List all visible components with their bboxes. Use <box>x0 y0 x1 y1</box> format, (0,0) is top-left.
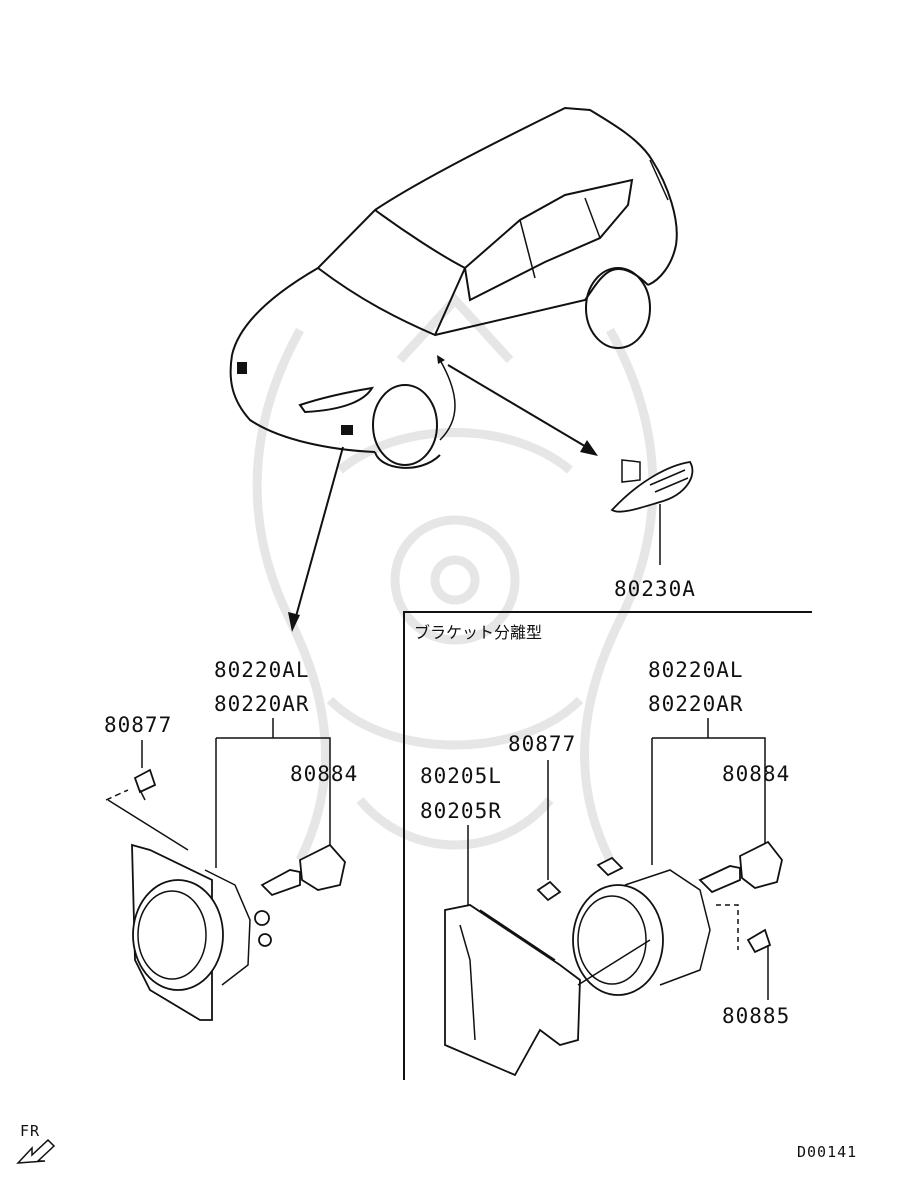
left-fog-lamp-assembly <box>105 718 346 1021</box>
callout-arrows <box>288 364 598 632</box>
label-right-screw: 80885 <box>722 1004 790 1028</box>
label-right-lamp-l: 80220AL <box>648 658 744 682</box>
label-side-marker: 80230A <box>614 577 696 601</box>
vehicle-illustration <box>229 106 678 469</box>
diagram-code: D00141 <box>797 1143 857 1161</box>
label-left-bulb: 80884 <box>290 762 358 786</box>
label-left-lamp-r: 80220AR <box>214 692 310 716</box>
fr-label: FR <box>20 1122 40 1140</box>
inset-frame <box>403 611 812 1080</box>
label-right-bulb: 80884 <box>722 762 790 786</box>
right-fog-lamp-assembly <box>444 718 783 1077</box>
side-marker-lamp <box>610 459 694 565</box>
label-right-bolt: 80877 <box>508 732 576 756</box>
label-bracket-r: 80205R <box>420 799 502 823</box>
front-arrow-icon <box>16 1138 56 1164</box>
front-direction-indicator: FR <box>16 1122 56 1164</box>
inset-title: ブラケット分離型 <box>414 623 542 642</box>
label-right-lamp-r: 80220AR <box>648 692 744 716</box>
label-left-lamp-l: 80220AL <box>214 658 310 682</box>
label-left-bolt: 80877 <box>104 713 172 737</box>
label-bracket-l: 80205L <box>420 764 502 788</box>
